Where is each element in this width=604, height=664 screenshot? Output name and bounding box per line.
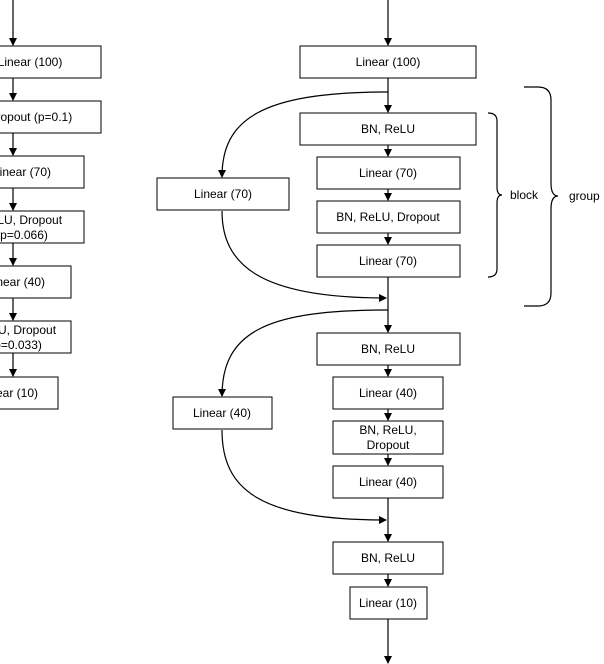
left-relu-dropout-1-label-b: (p=0.066) xyxy=(0,228,48,242)
right-linear-40-a-label: Linear (40) xyxy=(359,386,417,400)
left-dropout-box: Dropout (p=0.1) xyxy=(0,100,102,134)
left-linear-100-label: Linear (100) xyxy=(0,55,62,69)
right-bn-relu-2-label: BN, ReLU xyxy=(361,342,415,356)
right-bn-relu-dropout-1-box: BN, ReLU, Dropout xyxy=(316,200,461,234)
left-linear-70-label: Linear (70) xyxy=(0,165,51,179)
right-bn-relu-3-label: BN, ReLU xyxy=(361,551,415,565)
skip-1-merge-curve xyxy=(221,210,387,302)
block-brace xyxy=(487,112,503,278)
right-bn-relu-dropout-2-label-b: Dropout xyxy=(367,438,410,452)
skip-2-merge-curve xyxy=(221,429,387,524)
right-bn-relu-dropout-1-label: BN, ReLU, Dropout xyxy=(336,210,440,224)
right-bn-relu-3-box: BN, ReLU xyxy=(332,541,444,575)
right-linear-70-a-label: Linear (70) xyxy=(359,166,417,180)
left-relu-dropout-2-label-b: (p=0.033) xyxy=(0,338,42,352)
left-linear-10-label: Linear (10) xyxy=(0,386,38,400)
block-label: block xyxy=(510,188,539,202)
right-linear-10-label: Linear (10) xyxy=(359,596,417,610)
left-relu-dropout-2-label-a: ReLU, Dropout xyxy=(0,323,57,337)
right-linear-100-box: Linear (100) xyxy=(299,45,477,79)
right-linear-40-b-label: Linear (40) xyxy=(359,475,417,489)
right-network: Linear (100) BN, ReLU Linear (70) BN, Re… xyxy=(156,0,600,664)
right-bn-relu-1-label: BN, ReLU xyxy=(361,122,415,136)
right-bn-relu-1-box: BN, ReLU xyxy=(299,112,477,146)
right-bn-relu-dropout-2-label-a: BN, ReLU, xyxy=(359,423,416,437)
left-relu-dropout-2-box: ReLU, Dropout (p=0.033) xyxy=(0,320,72,354)
left-linear-10-box: Linear (10) xyxy=(0,376,59,410)
group-label: group xyxy=(569,189,600,203)
right-linear-40-a-box: Linear (40) xyxy=(332,376,444,410)
right-bn-relu-2-box: BN, ReLU xyxy=(316,332,461,366)
right-bn-relu-dropout-2-box: BN, ReLU, Dropout xyxy=(332,420,444,455)
left-linear-100-box: Linear (100) xyxy=(0,45,102,79)
left-dropout-label: Dropout (p=0.1) xyxy=(0,110,72,124)
left-relu-dropout-1-label-a: ReLU, Dropout xyxy=(0,213,63,227)
skip-1-branch-curve xyxy=(218,91,389,178)
skip-2-branch-curve xyxy=(218,309,389,397)
right-linear-70-b-label: Linear (70) xyxy=(359,254,417,268)
right-linear-40-b-box: Linear (40) xyxy=(332,465,444,499)
left-linear-70-box: Linear (70) xyxy=(0,155,85,189)
right-linear-100-label: Linear (100) xyxy=(356,55,421,69)
group-brace xyxy=(524,86,559,307)
left-network: Linear (100) Dropout (p=0.1) Linear (70)… xyxy=(0,0,102,410)
left-linear-40-box: Linear (40) xyxy=(0,265,72,299)
skip-linear-40-box: Linear (40) xyxy=(172,396,273,430)
skip-linear-40-label: Linear (40) xyxy=(193,406,251,420)
right-linear-70-b-box: Linear (70) xyxy=(316,244,461,278)
skip-linear-70-label: Linear (70) xyxy=(194,187,252,201)
right-linear-70-a-box: Linear (70) xyxy=(316,156,461,190)
left-linear-40-label: Linear (40) xyxy=(0,275,45,289)
left-relu-dropout-1-box: ReLU, Dropout (p=0.066) xyxy=(0,210,85,244)
skip-linear-70-box: Linear (70) xyxy=(156,177,290,211)
right-linear-10-box: Linear (10) xyxy=(349,586,428,620)
